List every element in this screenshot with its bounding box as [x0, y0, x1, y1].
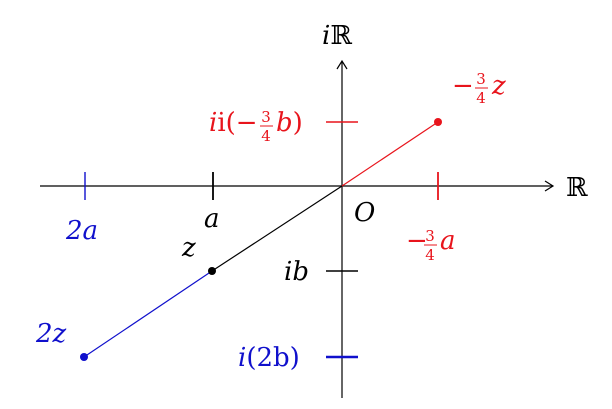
imaginary-axis-label: iℝ — [322, 21, 352, 51]
segment-origin-to-neg-three-quarters-z — [341, 121, 439, 187]
real-axis-arrowhead — [544, 180, 555, 192]
label-a: a — [204, 204, 220, 234]
svg-text:3: 3 — [425, 227, 435, 245]
label-2z: 2z — [35, 319, 67, 349]
point-2z — [80, 353, 88, 361]
label-neg-three-quarters-z: − 3 4 z — [452, 70, 506, 107]
real-axis-label: ℝ — [566, 173, 588, 203]
point-neg-three-quarters-z — [434, 118, 442, 126]
axes — [40, 59, 555, 398]
label-ib: ib — [284, 257, 309, 287]
label-z: z — [181, 233, 196, 263]
svg-text:4: 4 — [476, 89, 486, 107]
svg-text:z: z — [491, 71, 506, 101]
label-i-neg-three-quarters-b: ii(− 3 4 b) — [209, 108, 303, 145]
segment-origin-to-z — [211, 185, 343, 272]
point-z — [208, 267, 216, 275]
svg-text:−: − — [406, 226, 428, 256]
svg-text:b): b) — [276, 108, 303, 138]
svg-text:3: 3 — [476, 70, 486, 88]
svg-text:−: − — [452, 71, 474, 101]
label-i-2b: i(2b) — [238, 343, 300, 373]
origin-label: O — [354, 198, 375, 228]
svg-text:a: a — [440, 226, 456, 256]
segment-z-to-2z — [83, 270, 213, 358]
svg-text:4: 4 — [425, 246, 435, 264]
svg-text:4: 4 — [261, 127, 271, 145]
label-2a: 2a — [65, 216, 98, 246]
imaginary-axis-arrowhead — [336, 59, 348, 70]
svg-text:3: 3 — [261, 108, 271, 126]
svg-text:ii(−: ii(− — [209, 108, 258, 138]
label-neg-three-quarters-a: − 3 4 a — [406, 226, 456, 264]
